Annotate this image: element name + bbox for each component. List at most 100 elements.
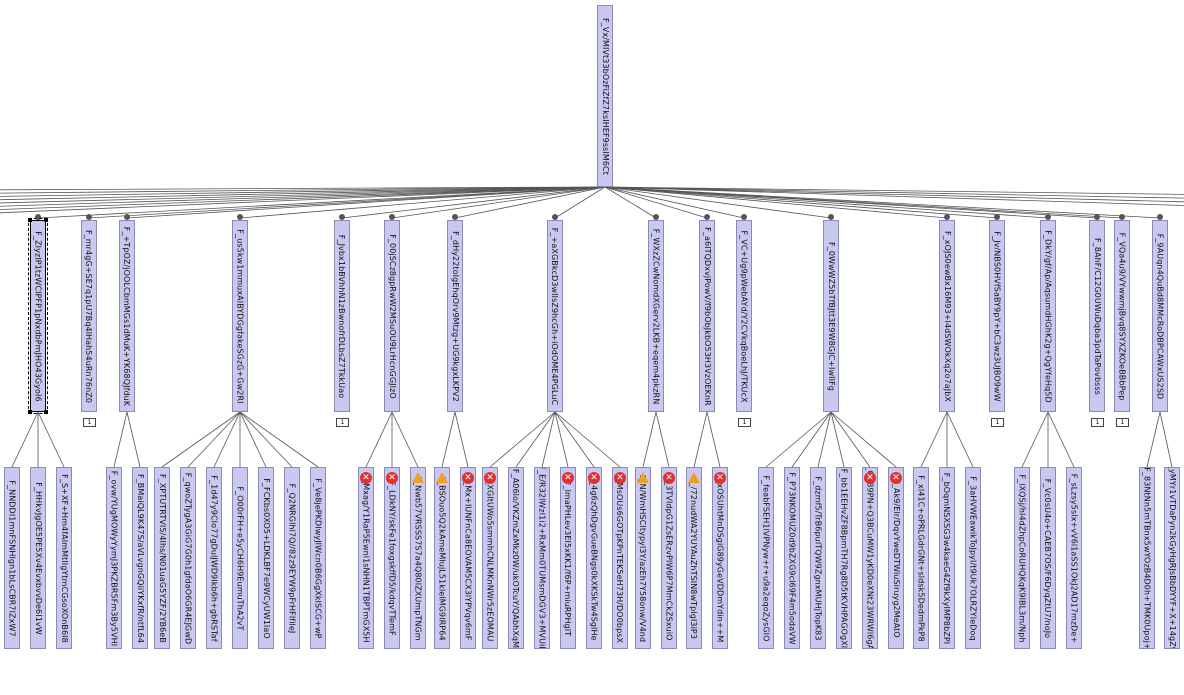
expand-handle-icon[interactable] — [552, 214, 558, 220]
leaf-node[interactable]: F_qwoZTygA3GiG7G0h1gfdaO6GR4EJGwD — [180, 467, 196, 649]
expand-handle-icon[interactable] — [1045, 214, 1051, 220]
leaf-node[interactable]: F_S+XF+Hm4fAImMtIIgYtmCGsoXOnB6I8 — [56, 467, 72, 649]
leaf-node[interactable]: F_Mx+IUNFnCa8EOVAM5CX3lYPVqv6mF — [460, 467, 476, 649]
expand-handle-icon[interactable] — [339, 214, 345, 220]
leaf-node[interactable]: F_3aHVWEawikToJpyI/t9Uk7OLRZYIeDoq — [965, 467, 981, 649]
level1-node[interactable]: F_dHy22toIgEhqOrv9Mtzg+UG9kgxLKPV2 — [447, 220, 463, 412]
leaf-node[interactable]: F_1d47y9CIo77gDulJWD9Ikb6h+gbRSTaf — [206, 467, 222, 649]
root-node[interactable]: F_Vx/MIVt33bOzFiZfZ7ksIHEF9ssIM6Ct — [597, 5, 613, 187]
leaf-node[interactable]: F_xOSUhtMnDSgiG89yGeVDDmYdin++M — [712, 467, 728, 649]
expand-handle-icon[interactable] — [35, 214, 41, 220]
level1-node[interactable]: F_mr4gG+SE7q1pU7Bq4lHah54uRn76nZ0 — [81, 220, 97, 412]
selection-handle[interactable] — [28, 218, 32, 222]
node-label: F_dzmf5/TrB6puITQW9ZgnxMUHjTopK83 — [813, 475, 823, 641]
leaf-node[interactable]: F_P73NKOMUZ0d9bZXG9cI69F4m5odaVW — [784, 467, 800, 649]
expand-handle-icon[interactable] — [944, 214, 950, 220]
level1-node[interactable]: F_WXzZCwNomdXGerv2LKB+eqem4pkzRN — [648, 220, 664, 412]
level1-node[interactable]: F_ZIyzIP1tzWCIPFP1pNxdbPmJHO43GyoI6 — [28, 218, 48, 414]
expand-handle-icon[interactable] — [452, 214, 458, 220]
leaf-node[interactable]: F_dzmf5/TrB6puITQW9ZgnxMUHjTopK83 — [810, 467, 826, 649]
leaf-node[interactable]: F_yMYr1vTDaPyn2kGyHgRJsBbDYYF+X+14gZ9Ij — [1164, 467, 1180, 649]
level1-node[interactable]: F_+TpOZ/jOOLCbmMGs1dMuK+YK68QJfduK — [119, 220, 135, 412]
leaf-node[interactable]: F_BSOuo5Q2kAmeMIujL51kleIMG9IRP64 — [434, 467, 450, 649]
child-edge — [791, 411, 832, 468]
leaf-node[interactable]: F_NNDDI1mnFSNHIgn1bLsCBR7IZxW7 — [4, 467, 20, 649]
selection-handle[interactable] — [44, 410, 48, 414]
error-icon: ✕ — [614, 472, 626, 484]
expand-handle-icon[interactable] — [704, 214, 710, 220]
collapsed-count-badge[interactable]: 1 — [991, 418, 1004, 427]
leaf-node[interactable]: F_XPTUTRTVI5/4Ihs/N01uaG5YZF/2YB6eB — [154, 467, 170, 649]
expand-handle-icon[interactable] — [237, 214, 243, 220]
leaf-node[interactable]: F_ovw/YUgMOWyYymJ3PKZBR5Fm3By5VHI — [106, 467, 122, 649]
level1-node[interactable]: F_VQa4u9/VYwwmjBvq8SYXZKOeBBbPep — [1114, 220, 1130, 412]
leaf-node[interactable]: F_Mxag/Y1RaP5Ewnl1sNHN1TBPTmGX5H — [358, 467, 374, 649]
collapsed-count-badge[interactable]: 1 — [83, 418, 96, 427]
leaf-node[interactable]: F_Ak9/Elr/DqvYweDTWiuSiruyg2MeAtO — [888, 467, 904, 649]
leaf-node[interactable]: F_xl41C+oPRLGdrGNt+sIdsk5DedmPkP8 — [913, 467, 929, 649]
level1-node[interactable]: F_Jv/NBS0HVfSaBY9pY+bC3wz3UJBO9wW — [989, 220, 1005, 412]
level1-node[interactable]: F_00jSCz8gpRwW2MSuOU9LrHcnGGJIzO — [384, 220, 400, 412]
expand-handle-icon[interactable] — [1119, 214, 1125, 220]
level1-node[interactable]: F_a6ITQDxvjPowV/f9bObJkbO53H3VzOEKnR — [699, 220, 715, 412]
leaf-node[interactable]: F_XGItUWo5smmhCNLMKnNWr5zEOMAU — [482, 467, 498, 649]
expand-handle-icon[interactable] — [828, 214, 834, 220]
leaf-node[interactable]: F_A06lo/VKZmZxMkz0W/ukOTcuY/QAbhXqM — [508, 467, 524, 649]
level1-node[interactable]: F_0WwWZ5bTfBJtt3E9W8GJC+IwIIFg — [823, 220, 839, 412]
level1-node[interactable]: F_Jvbx1bBVhhN1zBwnofrDLbsZ7TkkUao — [334, 220, 350, 412]
collapsed-count-badge[interactable]: 1 — [336, 418, 349, 427]
node-label: F_xOSUhtMnDSgiG89yGeVDDmYdin++M — [715, 474, 725, 642]
leaf-node[interactable]: F_/72nudWA2YUYAuZhTSIN8wTpIgI3iP3 — [686, 467, 702, 649]
leaf-node[interactable]: F_Nwb57VRSSS7S7a4Q80IZXUmpTNGm — [410, 467, 426, 649]
leaf-node[interactable]: F_lXQSj/hI4dZhpCoRUHQKqK9IBL3m/Nph — [1014, 467, 1030, 649]
leaf-node[interactable]: F_sLzsy5sIx+vV6l1aSS1OkJ2AD17mzDe+ — [1066, 467, 1082, 649]
child-edge — [11, 411, 39, 468]
leaf-node[interactable]: F_MsOUs6GOTpKPnTEK5eH73H/DO0bpsX — [612, 467, 628, 649]
level1-node[interactable]: F_9AUqn4QuBd8MMcRoDBPCAWxUS2SD — [1152, 220, 1168, 412]
level1-node[interactable]: F_xOJS0ewBx16M93+I4dSWOkXq2o7aJbX — [939, 220, 955, 412]
leaf-node[interactable]: F_83NtNn5mTBnx5wYOzB4D0h+TMK0Upoj+ — [1139, 467, 1155, 649]
child-edge — [920, 411, 948, 468]
warning-icon — [436, 472, 448, 483]
leaf-node[interactable]: F_Q2NRGlhl7Q//82z9EYW9pFrHFIfileJ — [284, 467, 300, 649]
leaf-node[interactable]: F_Ve8jePKDIwyJIWcn0B6GgXkISCG+wP — [310, 467, 326, 649]
leaf-node[interactable]: F_QB89PN+Q3BCuMW1yKD0eXNt23WRWl6gAK — [862, 467, 878, 649]
leaf-node[interactable]: F_FCKbs0XO5+LDKLBF7e9WCyUW1IaO — [258, 467, 274, 649]
leaf-node[interactable]: F_3TVIdpG1ZsERzvPIW6P7MmCkZSxuiO — [661, 467, 677, 649]
expand-handle-icon[interactable] — [741, 214, 747, 220]
leaf-node[interactable]: F_bOqmNSXSG3w4kaeG4Zf9kXyIMP8bZPI — [939, 467, 955, 649]
expand-handle-icon[interactable] — [389, 214, 395, 220]
leaf-node[interactable]: F_HHkvJgOE5PE5Xv4EvxbvvDe6I1vW — [30, 467, 46, 649]
leaf-node[interactable]: F_N/WmHSCItypyl3Y/azEh7Y58onw/V4nd — [635, 467, 651, 649]
selection-handle[interactable] — [44, 218, 48, 222]
root-edge — [341, 186, 606, 219]
expand-handle-icon[interactable] — [86, 214, 92, 220]
leaf-node[interactable]: F_Vc0sU4o+CAEB7OS/F6DyqZtU7/noJo — [1040, 467, 1056, 649]
root-edge — [604, 186, 708, 219]
leaf-node[interactable]: F_4g6zQhDgvGueBNgs0kXKSkTw4SgIHe — [586, 467, 602, 649]
leaf-node[interactable]: F_LDkNY/skFe1foxgskffD5/kdqvTTemF — [384, 467, 400, 649]
expand-handle-icon[interactable] — [124, 214, 130, 220]
leaf-node[interactable]: F_E/R32lWzI1i2+RxMm0TUMsmDGV3+MVUiK — [534, 467, 550, 649]
collapsed-count-badge[interactable]: 1 — [1091, 418, 1104, 427]
child-edge — [441, 411, 456, 468]
level1-node[interactable]: F_VC+Ug9pWebAYd/Y2CVkqBoeLhJ/TKUcX — [736, 220, 752, 412]
selection-handle[interactable] — [28, 410, 32, 414]
leaf-node[interactable]: F_lmaPHLev3EI5xKK1/f6P+miuRPHgIT — [560, 467, 576, 649]
level1-node[interactable]: F_DkY/gf/Ap/AqsumdHGhK2g+QgYfeHq5D — [1040, 220, 1056, 412]
node-label: F_ZIyzIP1tzWCIPFP1pNxdbPmJHO43GyoI6 — [33, 230, 43, 402]
child-edge — [693, 411, 708, 468]
level1-node[interactable]: F_us5kw1mmuxAIBYDGgfakeSGzG+Gw2RI — [232, 220, 248, 412]
expand-handle-icon[interactable] — [1157, 214, 1163, 220]
level1-node[interactable]: F_+aXGBkcD3wIIsZ9hcGh+iOdOME4PGLuC — [547, 220, 563, 412]
leaf-node[interactable]: F_BMaiQL9K47S/aVLvgnGQiiYKxfR/ntfL64 — [132, 467, 148, 649]
expand-handle-icon[interactable] — [1094, 214, 1100, 220]
expand-handle-icon[interactable] — [994, 214, 1000, 220]
leaf-node[interactable]: F_feabFSEH1lVPNyw+r+u9a2eqoZysGIO — [758, 467, 774, 649]
leaf-node[interactable]: F_bb1EEHvZF8BpmTH7Rg8D5tKVHPAGOgXI — [836, 467, 852, 649]
collapsed-count-badge[interactable]: 1 — [738, 418, 751, 427]
level1-node[interactable]: F_8AhF/C12G0UWuDqba3pdTaPovbsss — [1089, 220, 1105, 412]
collapsed-count-badge[interactable]: 1 — [1116, 418, 1129, 427]
expand-handle-icon[interactable] — [653, 214, 659, 220]
leaf-node[interactable]: F_O00rFH+e5yCH6H9EumuThA2vT — [232, 467, 248, 649]
